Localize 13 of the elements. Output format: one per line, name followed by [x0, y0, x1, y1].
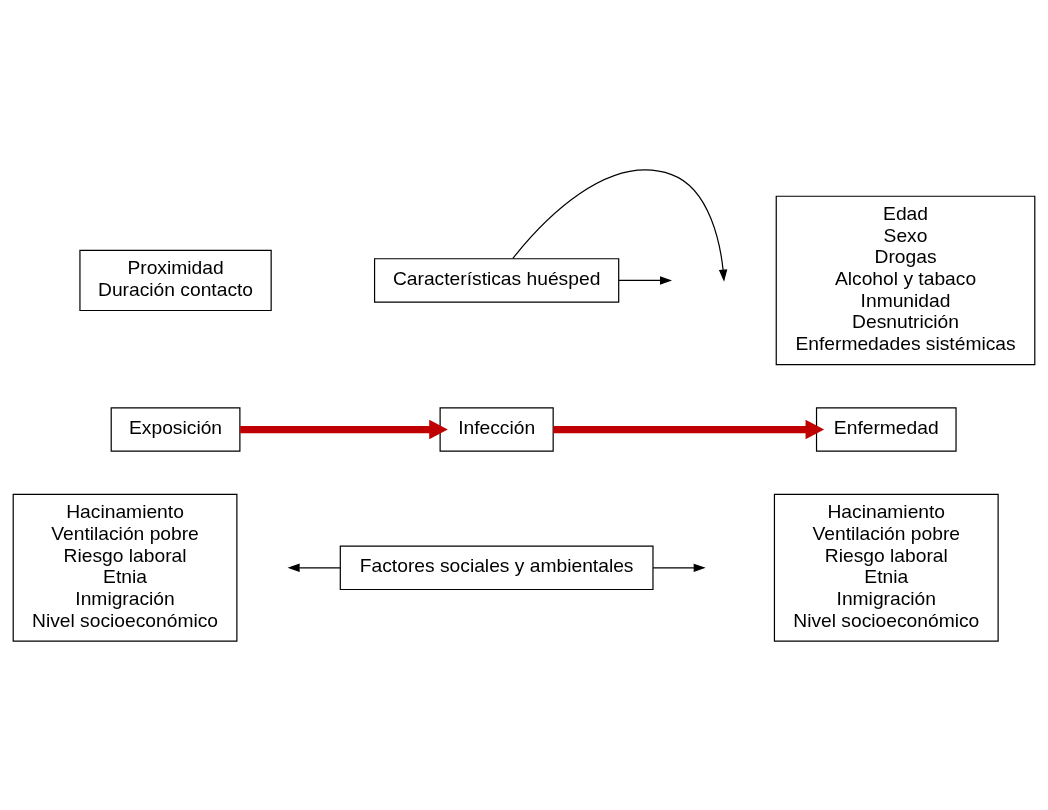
- arrow: [618, 275, 672, 285]
- node-box: Exposición: [110, 406, 241, 452]
- node-box: Infección: [439, 406, 554, 452]
- node-box: Factores sociales y ambientales: [339, 545, 654, 590]
- node-box: Edad Sexo Drogas Alcohol y tabaco Inmunidad Desnutrición Enfermedades sistémicas: [775, 195, 1036, 365]
- node-box: Proximidad Duración contacto: [79, 249, 272, 311]
- node-box: Hacinamiento Ventilación pobre Riesgo laboral Etnia Inmigración Nivel socioeconómico: [773, 493, 999, 642]
- arrow: [512, 169, 728, 282]
- arrow: [652, 563, 706, 572]
- node-box: Enfermedad: [815, 406, 957, 452]
- node-box: Características huésped: [373, 257, 620, 303]
- arrow: [287, 563, 341, 572]
- node-box: Hacinamiento Ventilación pobre Riesgo laboral Etnia Inmigración Nivel socioeconómico: [12, 493, 238, 642]
